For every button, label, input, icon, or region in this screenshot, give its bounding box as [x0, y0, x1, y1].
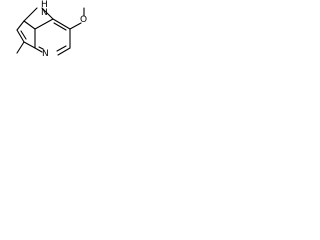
- bond-n1-c7a: [41, 7, 54, 20]
- bond-c3-c2: [16, 20, 25, 31]
- bond-methyl: [16, 41, 25, 54]
- bond-c-o: [69, 22, 82, 30]
- bond-c3a-c7a: [34, 18, 54, 30]
- pyridine-nitrogen-label: N: [42, 49, 49, 59]
- bond-c2-c1: [16, 29, 25, 43]
- double-bond-c3a-n4: [38, 46, 44, 50]
- double-bond-c7a-c7: [53, 22, 67, 31]
- double-bond-c2-c1: [20, 30, 27, 40]
- double-bond-c6-c5: [56, 45, 67, 52]
- bond-c1-c3a: [23, 41, 36, 49]
- oxygen-label: O: [80, 15, 87, 25]
- chemical-structure: H N N O: [16, 0, 87, 59]
- bond-n1-c3: [23, 7, 38, 22]
- bond-c7a-c7: [52, 18, 71, 30]
- pyrrole-nitrogen-label: N: [41, 8, 48, 18]
- bond-c6-c5: [57, 47, 71, 56]
- bond-c3a-c3: [23, 20, 36, 30]
- hydrogen-label: H: [41, 0, 48, 10]
- bond-n4-c3a: [34, 47, 43, 53]
